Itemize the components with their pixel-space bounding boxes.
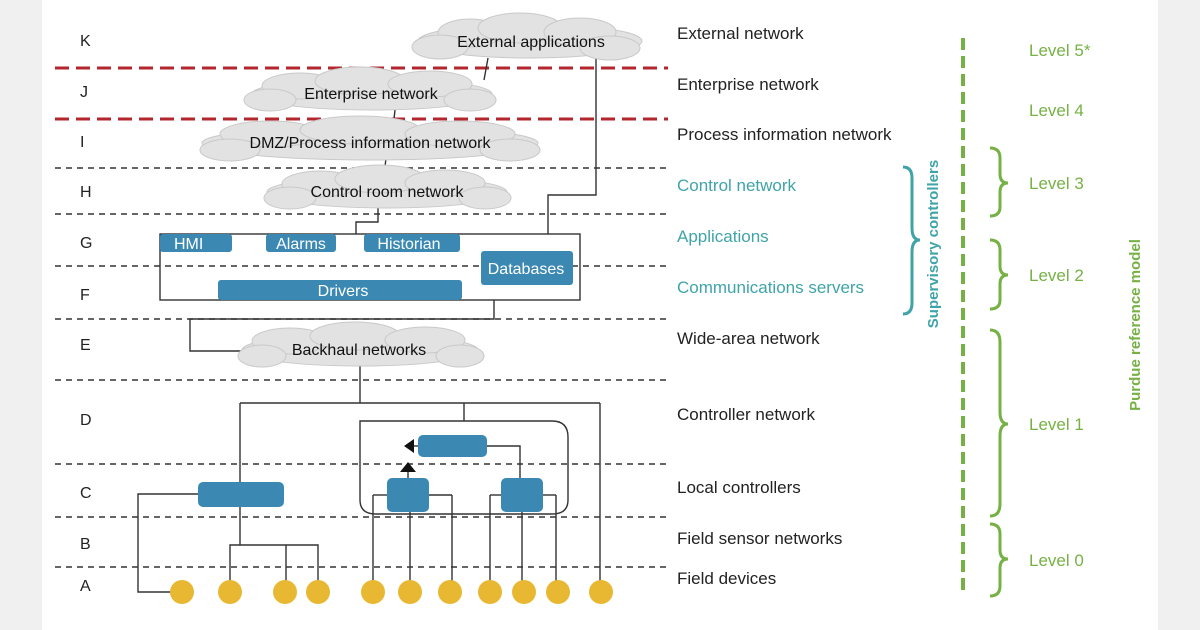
line-external-to-databases [547,56,597,234]
network-label-field-devices: Field devices [677,569,776,588]
brace-supervisory [902,165,921,316]
line-c-left-to-device-a1 [137,493,198,593]
level-label-5: Level 5* [1029,41,1091,60]
layer-letter-i: I [80,134,84,151]
vertical-label-purdue: Purdue reference model [1127,239,1144,411]
cloud-backhaul-label: Backhaul networks [292,342,426,359]
line-ctrl2-up [487,445,521,478]
box-historian-label: Historian [377,236,440,253]
field-device [218,580,242,604]
layer-letter-h: H [80,184,92,201]
line-external-to-enterprise [483,57,489,81]
network-label-wan: Wide-area network [677,329,820,348]
controller-left [198,482,284,507]
field-device [589,580,613,604]
brace-level-2 [989,238,1009,311]
brace-level-0 [989,522,1009,598]
diagram-canvas: K J I H G F E D C B A [55,12,1144,604]
controller-right [501,478,543,512]
controllers [198,435,543,512]
network-label-local-controllers: Local controllers [677,478,801,497]
application-boxes: HMI Alarms Historian Databases Drivers [160,234,573,300]
controller-group-enclosure [359,420,569,515]
purdue-model-diagram: K J I H G F E D C B A [42,0,1158,630]
network-label-comm-servers: Communications servers [677,278,864,297]
cloud-external-label: External applications [457,34,605,51]
layer-letter-g: G [80,235,92,252]
box-hmi-label: HMI [174,236,203,253]
field-device [546,580,570,604]
box-hmi [160,234,232,252]
controller-middle [387,478,429,512]
line-drivers-down [189,300,495,352]
network-label-external: External network [677,24,804,43]
field-device [478,580,502,604]
level-label-4: Level 4 [1029,101,1084,120]
field-device [170,580,194,604]
network-label-process-info: Process information network [677,125,892,144]
brace-level-3 [989,146,1009,218]
box-alarms-label: Alarms [276,236,326,253]
network-label-control: Control network [677,176,797,195]
cloud-external: External applications [411,12,643,61]
cloud-dmz: DMZ/Process information network [199,115,541,162]
arrow-left-icon [404,439,414,453]
layer-letter-d: D [80,412,92,429]
network-label-applications: Applications [677,227,769,246]
field-device [306,580,330,604]
level-labels: Level 5* Level 4 Level 3 Level 2 Level 1… [1029,41,1091,570]
field-device [398,580,422,604]
controller-supervisor [418,435,487,457]
brace-level-1 [989,328,1009,518]
network-label-field-sensor: Field sensor networks [677,529,842,548]
box-databases [481,251,573,285]
arrow-up-icon [400,462,416,472]
field-devices [170,580,613,604]
cloud-enterprise: Enterprise network [243,66,497,112]
cloud-backhaul: Backhaul networks [237,321,485,368]
level-label-1: Level 1 [1029,415,1084,434]
layer-letter-k: K [80,33,91,50]
cloud-enterprise-label: Enterprise network [304,86,438,103]
box-historian [364,234,460,252]
line-field-bus-b [229,544,319,582]
box-drivers-label: Drivers [318,283,369,300]
line-controlroom-to-apps [355,206,379,234]
cloud-dmz-label: DMZ/Process information network [250,135,492,152]
field-device [438,580,462,604]
vertical-label-supervisory: Supervisory controllers [925,160,942,328]
level-braces [989,146,1009,598]
layer-letter-a: A [80,578,91,595]
level-label-0: Level 0 [1029,551,1084,570]
layer-letter-f: F [80,287,90,304]
layer-letter-b: B [80,536,91,553]
layer-letter-e: E [80,337,91,354]
cloud-control-room: Control room network [263,164,512,210]
level-label-2: Level 2 [1029,266,1084,285]
box-alarms [266,234,336,252]
network-labels: External network Enterprise network Proc… [677,24,892,588]
box-databases-label: Databases [488,261,565,278]
box-drivers [218,280,462,300]
cloud-control-room-label: Control room network [311,184,465,201]
layer-letter-c: C [80,485,92,502]
layer-letter-j: J [80,84,88,101]
field-device [512,580,536,604]
network-label-enterprise: Enterprise network [677,75,819,94]
level-label-3: Level 3 [1029,174,1084,193]
network-label-controller: Controller network [677,405,815,424]
field-device [273,580,297,604]
layer-letters: K J I H G F E D C B A [80,33,92,595]
field-device [361,580,385,604]
